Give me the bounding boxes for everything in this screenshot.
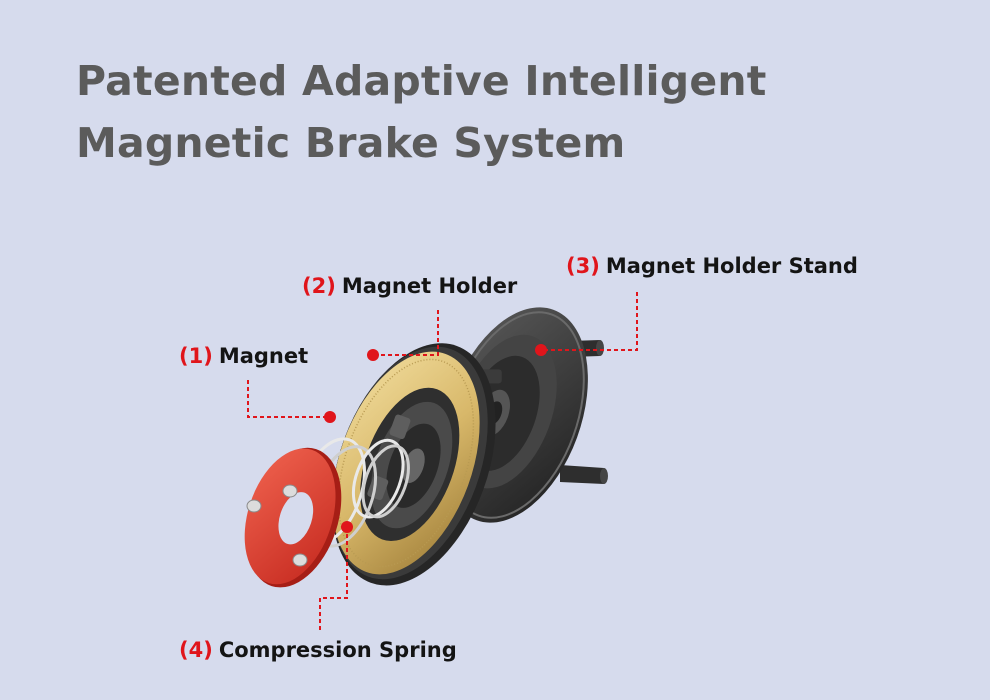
callout-dots	[324, 344, 547, 533]
title-line-2: Magnetic Brake System	[76, 119, 626, 167]
magnet-ring	[332, 351, 480, 575]
callout-text: Magnet Holder	[341, 274, 518, 298]
callout-magnet-holder: (2)Magnet Holder	[302, 274, 517, 298]
title-line-1: Patented Adaptive Intelligent	[76, 57, 767, 105]
callout-compression-spring: (4)Compression Spring	[179, 638, 457, 662]
callout-text: Magnet	[218, 344, 309, 368]
leader-magnet-holder-stand	[541, 292, 638, 351]
callout-number: (1)	[179, 344, 213, 368]
dot-compression-spring	[341, 521, 353, 533]
page-title: Patented Adaptive Intelligent Magnetic B…	[76, 50, 767, 174]
callout-text: Magnet Holder Stand	[605, 254, 858, 278]
callout-number: (3)	[566, 254, 600, 278]
callout-magnet: (1)Magnet	[179, 344, 308, 368]
end-cap	[244, 447, 342, 588]
dot-magnet-holder	[367, 349, 379, 361]
leader-compression-spring	[319, 527, 348, 630]
screw-icon	[246, 484, 308, 567]
leader-magnet-holder	[373, 310, 439, 356]
callout-leaders	[247, 292, 638, 630]
callout-number: (4)	[179, 638, 213, 662]
dot-magnet	[324, 411, 336, 423]
callout-text: Compression Spring	[218, 638, 457, 662]
callout-number: (2)	[302, 274, 336, 298]
leader-magnet	[247, 380, 330, 418]
callout-magnet-holder-stand: (3)Magnet Holder Stand	[566, 254, 858, 278]
dot-magnet-holder-stand	[535, 344, 547, 356]
